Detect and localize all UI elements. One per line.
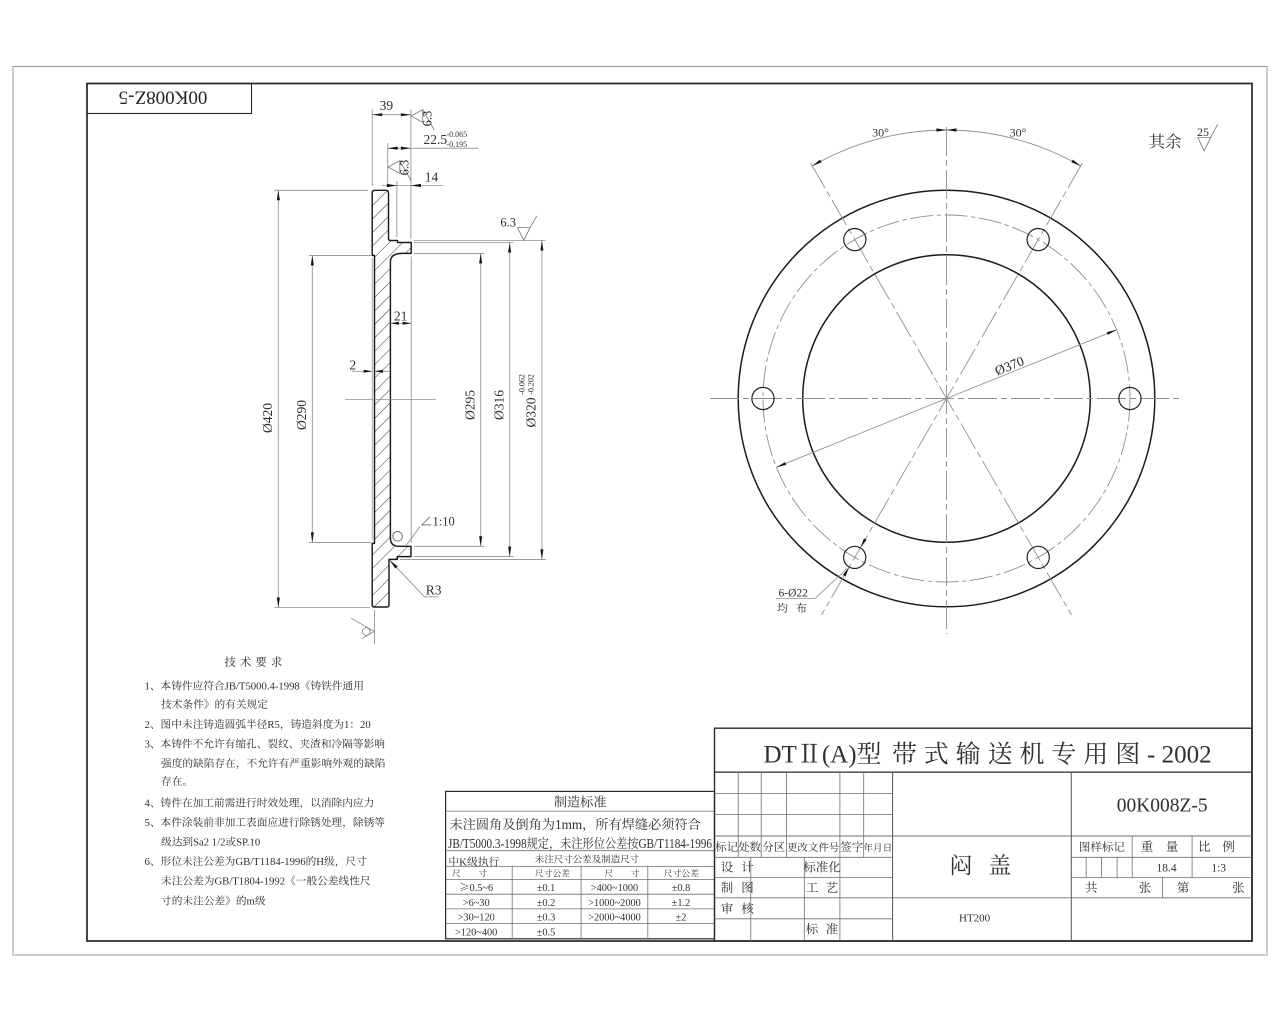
svg-text:尺 寸: 尺 寸 xyxy=(604,867,639,880)
svg-text:第: 第 xyxy=(1177,878,1190,896)
svg-text:-0.065: -0.065 xyxy=(447,130,468,139)
svg-text:Ø290: Ø290 xyxy=(294,400,309,430)
svg-text:6.3: 6.3 xyxy=(420,111,434,127)
svg-text:6.3: 6.3 xyxy=(500,216,516,230)
svg-text:±0.8: ±0.8 xyxy=(672,879,691,894)
svg-text:技术要求: 技术要求 xyxy=(224,654,286,670)
svg-text:共: 共 xyxy=(1085,878,1098,896)
svg-text:标记: 标记 xyxy=(715,839,738,855)
svg-text:6、形位未注公差为GB/T1184-1996的H级，尺寸: 6、形位未注公差为GB/T1184-1996的H级，尺寸 xyxy=(145,854,368,869)
svg-text:标: 标 xyxy=(806,920,819,938)
svg-text:00K008Z-5: 00K008Z-5 xyxy=(1117,796,1208,817)
svg-text:设: 设 xyxy=(721,857,734,875)
svg-text:比: 比 xyxy=(1198,837,1211,855)
svg-text:例: 例 xyxy=(1222,837,1235,855)
svg-text:尺 寸: 尺 寸 xyxy=(452,867,487,880)
svg-text:>1000~2000: >1000~2000 xyxy=(588,894,641,909)
svg-text:JB/T5000.3-1998规定，未注形位公差按GB/T1: JB/T5000.3-1998规定，未注形位公差按GB/T1184-1996 xyxy=(448,833,712,852)
svg-text:2: 2 xyxy=(349,357,356,372)
svg-text:- 2002: - 2002 xyxy=(1147,735,1212,771)
svg-text:级达到Sa2 1/2或SP.10: 级达到Sa2 1/2或SP.10 xyxy=(161,834,260,849)
svg-text:18.4: 18.4 xyxy=(1157,863,1177,875)
svg-text:-0.195: -0.195 xyxy=(447,140,468,149)
svg-text:未注公差为GB/T1804-1992《一般公差线性尺: 未注公差为GB/T1804-1992《一般公差线性尺 xyxy=(161,874,371,889)
svg-text:其余: 其余 xyxy=(1149,129,1182,153)
svg-text:准: 准 xyxy=(826,920,839,938)
svg-text:盖: 盖 xyxy=(988,848,1011,881)
svg-text:均: 均 xyxy=(777,600,788,616)
svg-text:30°: 30° xyxy=(1010,126,1027,140)
svg-text:布: 布 xyxy=(796,600,807,616)
svg-text:核: 核 xyxy=(741,899,754,917)
svg-text:22.5: 22.5 xyxy=(424,132,448,147)
svg-text:图: 图 xyxy=(741,878,754,896)
svg-text:中K级执行: 中K级执行 xyxy=(448,854,499,869)
svg-text:处数: 处数 xyxy=(738,839,761,855)
svg-text:闷: 闷 xyxy=(950,848,973,881)
svg-text:-0.062: -0.062 xyxy=(517,374,526,395)
svg-text:00K008Z-5: 00K008Z-5 xyxy=(119,87,208,108)
svg-text:±0.1: ±0.1 xyxy=(537,879,556,894)
svg-text:>120~400: >120~400 xyxy=(455,923,497,938)
svg-text:6.3: 6.3 xyxy=(398,160,412,176)
svg-text:>30~120: >30~120 xyxy=(458,909,495,924)
svg-text:2、图中未注铸造圆弧半径R5，铸造斜度为1：20: 2、图中未注铸造圆弧半径R5，铸造斜度为1：20 xyxy=(145,717,371,732)
svg-text:39: 39 xyxy=(380,98,394,113)
svg-text:>2000~4000: >2000~4000 xyxy=(588,909,641,924)
svg-text:-0.202: -0.202 xyxy=(527,374,536,395)
svg-text:审: 审 xyxy=(721,899,734,917)
svg-text:±0.3: ±0.3 xyxy=(537,909,556,924)
svg-text:计: 计 xyxy=(741,857,754,875)
svg-text:>400~1000: >400~1000 xyxy=(591,879,638,894)
svg-text:张: 张 xyxy=(1139,878,1152,896)
svg-text:≥0.5~6: ≥0.5~6 xyxy=(459,879,493,894)
svg-text:Ø320: Ø320 xyxy=(523,397,538,427)
svg-text:DTⅡ(A)型: DTⅡ(A)型 xyxy=(764,735,882,771)
svg-text:R3: R3 xyxy=(426,583,442,598)
svg-text:更改文件号: 更改文件号 xyxy=(787,840,840,855)
svg-text:1:3: 1:3 xyxy=(1211,863,1226,875)
svg-text:25: 25 xyxy=(1197,125,1209,139)
svg-text:未注尺寸公差及制造尺寸: 未注尺寸公差及制造尺寸 xyxy=(535,851,640,865)
svg-text:±1.2: ±1.2 xyxy=(672,894,691,909)
svg-text:1、本铸件应符合JB/T5000.4-1998《铸铁件通用: 1、本铸件应符合JB/T5000.4-1998《铸铁件通用 xyxy=(145,679,364,694)
svg-text:5、本件涂装前非加工表面应进行除锈处理，除锈等: 5、本件涂装前非加工表面应进行除锈处理，除锈等 xyxy=(145,815,386,830)
svg-text:图样标记: 图样标记 xyxy=(1079,839,1125,855)
svg-text:21: 21 xyxy=(394,309,408,324)
svg-text:带式输送机专用图: 带式输送机专用图 xyxy=(892,735,1147,771)
svg-text:6-Ø22: 6-Ø22 xyxy=(779,588,809,600)
svg-text:尺寸公差: 尺寸公差 xyxy=(535,867,570,880)
svg-text:艺: 艺 xyxy=(826,878,839,896)
svg-text:技术条件》的有关规定: 技术条件》的有关规定 xyxy=(161,697,268,712)
svg-text:Ø316: Ø316 xyxy=(492,390,507,420)
svg-text:Ø420: Ø420 xyxy=(260,403,275,433)
svg-text:重: 重 xyxy=(1141,837,1154,855)
svg-text:±0.2: ±0.2 xyxy=(537,894,556,909)
svg-text:>6~30: >6~30 xyxy=(463,894,490,909)
svg-text:14: 14 xyxy=(425,170,439,185)
svg-text:签字: 签字 xyxy=(840,839,863,855)
svg-text:工: 工 xyxy=(806,878,819,896)
svg-text:制: 制 xyxy=(721,878,734,896)
svg-text:±0.5: ±0.5 xyxy=(537,923,556,938)
svg-text:HT200: HT200 xyxy=(959,913,991,925)
svg-text:标准化: 标准化 xyxy=(803,857,841,875)
svg-text:张: 张 xyxy=(1232,878,1245,896)
svg-text:±2: ±2 xyxy=(676,909,687,924)
svg-text:强度的缺陷存在，不允许有严重影响外观的缺陷: 强度的缺陷存在，不允许有严重影响外观的缺陷 xyxy=(161,756,386,771)
svg-text:存在。: 存在。 xyxy=(161,774,193,789)
svg-text:3、本铸件不允许有缩孔、裂纹、夹渣和冷隔等影响: 3、本铸件不允许有缩孔、裂纹、夹渣和冷隔等影响 xyxy=(145,737,386,752)
svg-text:寸的未注公差》的m级: 寸的未注公差》的m级 xyxy=(161,894,266,909)
svg-text:4、铸件在加工前需进行时效处理，以消除内应力: 4、铸件在加工前需进行时效处理，以消除内应力 xyxy=(145,796,375,811)
svg-text:尺寸公差: 尺寸公差 xyxy=(664,867,699,880)
svg-text:Ø295: Ø295 xyxy=(463,390,478,420)
svg-text:30°: 30° xyxy=(872,126,889,140)
svg-text:未注圆角及倒角为1mm，所有焊缝必须符合: 未注圆角及倒角为1mm，所有焊缝必须符合 xyxy=(450,814,701,833)
svg-text:量: 量 xyxy=(1166,837,1179,855)
svg-text:分区: 分区 xyxy=(762,839,785,855)
svg-text:制造标准: 制造标准 xyxy=(554,792,607,811)
svg-text:∠1:10: ∠1:10 xyxy=(420,512,455,530)
svg-text:年月日: 年月日 xyxy=(863,840,892,854)
